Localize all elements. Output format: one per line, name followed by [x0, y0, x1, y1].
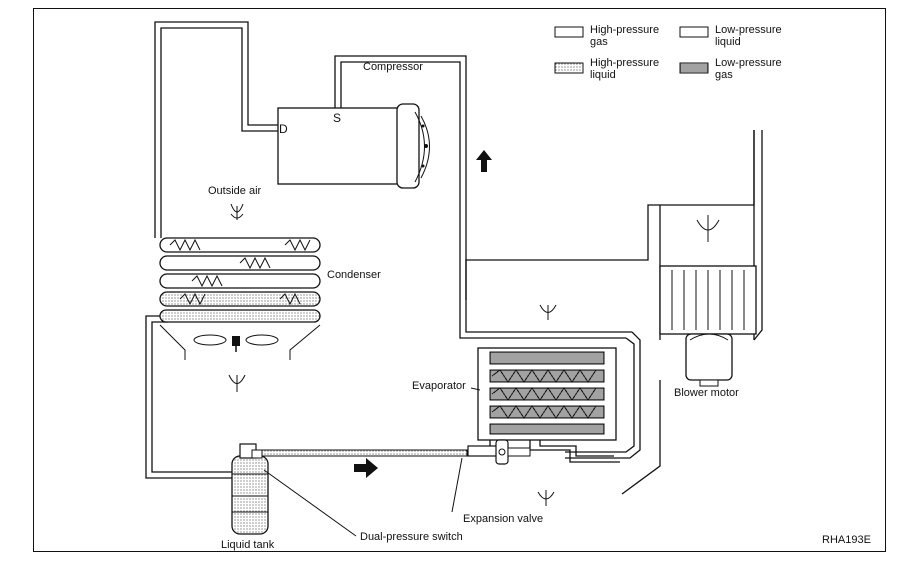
- arrow-down-icon: [228, 374, 246, 392]
- condenser: [159, 237, 321, 323]
- liquid-line: [261, 449, 468, 457]
- liquid-tank-label: Liquid tank: [221, 539, 275, 551]
- expansion-valve-label: Expansion valve: [463, 513, 543, 525]
- compressor: [277, 103, 430, 189]
- discharge-port-label: D: [279, 122, 288, 136]
- labels: Compressor D S Outside air Condenser Eva…: [208, 61, 871, 551]
- outside-air-label: Outside air: [208, 185, 262, 197]
- evaporator: [477, 347, 620, 463]
- figure-code: RHA193E: [822, 534, 871, 546]
- figure-frame: [33, 8, 886, 552]
- blower: [659, 265, 757, 387]
- compressor-label: Compressor: [363, 61, 423, 73]
- arrow-down-icon: [230, 206, 244, 220]
- arrow-right-icon: [354, 458, 378, 478]
- blower-motor: [685, 333, 733, 381]
- dual-pressure-switch-label: Dual-pressure switch: [360, 531, 463, 543]
- arrow-up-icon: [476, 150, 492, 172]
- legend-swatch-low-pressure-gas: [679, 62, 709, 74]
- legend: [554, 26, 709, 74]
- suction-port-label: S: [333, 111, 341, 125]
- condenser-fan: [159, 324, 321, 360]
- leader-lines: [263, 387, 481, 537]
- condenser-label: Condenser: [327, 269, 381, 281]
- airflow-arrows: [228, 150, 720, 506]
- compressor-clutch: [396, 103, 420, 189]
- arrow-down-icon: [539, 304, 557, 320]
- compressor-body: [277, 107, 414, 185]
- arrow-down-icon: [537, 490, 555, 506]
- blower-motor-label: Blower motor: [674, 387, 739, 399]
- expansion-valve: [467, 439, 531, 465]
- legend-swatch-high-pressure-gas: [554, 26, 584, 38]
- refrigerant-piping: [145, 21, 763, 495]
- evaporator-label: Evaporator: [412, 380, 466, 392]
- legend-swatch-high-pressure-liquid: [554, 62, 584, 74]
- liquid-tank: [231, 443, 269, 535]
- legend-swatch-low-pressure-liquid: [679, 26, 709, 38]
- arrow-down-icon: [696, 215, 720, 242]
